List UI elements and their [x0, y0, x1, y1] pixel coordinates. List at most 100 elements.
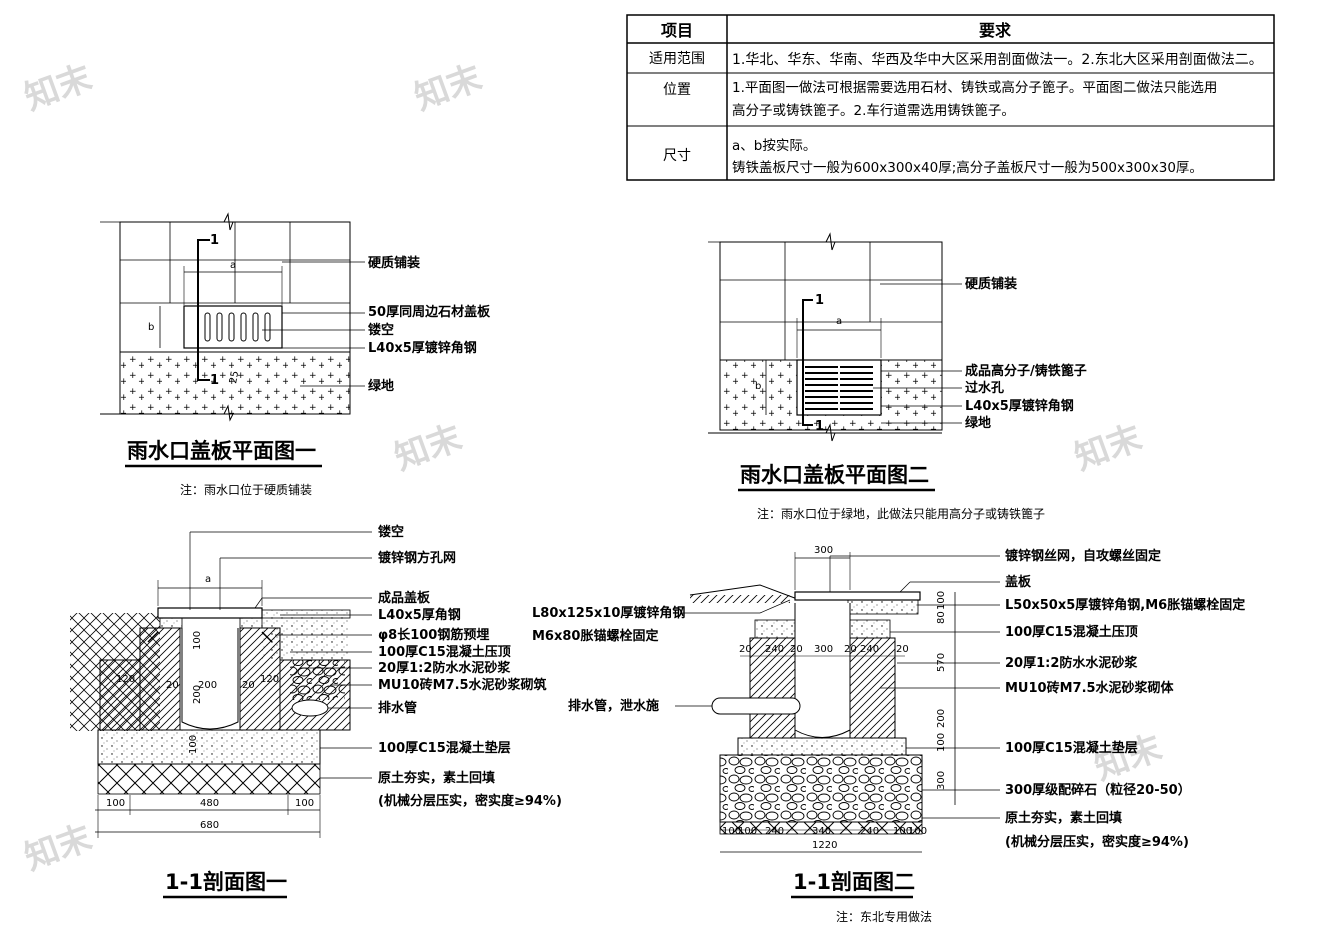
sec1-label-brick: MU10砖M7.5水泥砂浆砌筑: [378, 677, 547, 693]
requirements-table: 项目 要求 适用范围 1.华北、华东、华南、华西及华中大区采用剖面做法一。2.东…: [626, 14, 1275, 181]
plan2-label-paving: 硬质铺装: [965, 276, 1017, 292]
svg-text:25: 25: [228, 370, 241, 384]
table-row-size-line2: 铸铁盖板尺寸一般为600x300x40厚;高分子盖板尺寸一般为500x300x3…: [732, 159, 1203, 176]
sec1-label-compaction: (机械分层压实，密实度≥94%): [378, 793, 562, 809]
plan-two: 1 1 a b 硬质铺装 成品高分子/铸铁篦子 过水孔 L40x5厚镀锌角钢 绿…: [708, 232, 1087, 521]
sec2-title: 1-1剖面图二: [793, 870, 915, 894]
svg-text:1220: 1220: [812, 840, 837, 851]
svg-text:a: a: [836, 316, 842, 327]
svg-text:20: 20: [166, 680, 179, 691]
sec1-title: 1-1剖面图一: [165, 870, 287, 894]
svg-text:100: 100: [936, 733, 947, 752]
svg-text:20: 20: [844, 644, 857, 655]
plan2-label-holes: 过水孔: [965, 380, 1004, 396]
svg-text:1: 1: [815, 293, 824, 308]
svg-text:a: a: [230, 260, 236, 271]
table-row-size-item: 尺寸: [663, 148, 691, 164]
svg-text:100: 100: [936, 591, 947, 610]
svg-text:1: 1: [815, 419, 824, 434]
sec2-label-gravel: 300厚级配碎石（粒径20-50）: [1005, 782, 1191, 798]
table-row-size-line1: a、b按实际。: [732, 138, 816, 154]
sec1-label-cover: 成品盖板: [378, 590, 431, 606]
sec2-label-left-pipe: 排水管，泄水施: [568, 698, 659, 714]
plan2-label-grating: 成品高分子/铸铁篦子: [965, 363, 1087, 379]
svg-text:知末: 知末: [19, 58, 97, 119]
plan1-label-angle: L40x5厚镀锌角钢: [368, 340, 477, 356]
svg-text:200: 200: [936, 709, 947, 728]
svg-text:300: 300: [936, 771, 947, 790]
svg-text:20: 20: [242, 680, 255, 691]
watermark-layer: 知末 知末 知末 知末 知末 知末: [19, 58, 1167, 879]
sec2-label-coping: 100厚C15混凝土压顶: [1005, 624, 1138, 640]
table-row-position-item: 位置: [663, 82, 691, 98]
plan2-label-angle: L40x5厚镀锌角钢: [965, 398, 1074, 414]
svg-text:20: 20: [896, 644, 909, 655]
svg-text:1: 1: [210, 233, 219, 248]
svg-text:100: 100: [738, 826, 757, 837]
table-row-scope-item: 适用范围: [649, 50, 705, 67]
svg-text:100: 100: [188, 735, 199, 754]
svg-text:240: 240: [765, 826, 784, 837]
svg-text:知末: 知末: [389, 418, 467, 479]
sec1-label-openwork: 镂空: [377, 524, 404, 540]
sec2-label-angle: L50x50x5厚镀锌角钢,M6胀锚螺栓固定: [1005, 597, 1245, 613]
sec2-label-mortar: 20厚1:2防水水泥砂浆: [1005, 655, 1138, 671]
section-one: a 120 20 200 20 120 100 200 100 100 480 …: [70, 524, 562, 899]
svg-text:b: b: [148, 322, 154, 333]
table-row-scope-line: 1.华北、华东、华南、华西及华中大区采用剖面做法一。2.东北大区采用剖面做法二。: [732, 52, 1263, 68]
svg-text:200: 200: [192, 685, 203, 704]
sec1-label-cushion: 100厚C15混凝土垫层: [378, 740, 511, 756]
table-row-position-line2: 高分子或铸铁篦子。2.车行道需选用铸铁篦子。: [732, 102, 1015, 119]
svg-text:a: a: [205, 574, 211, 585]
sec1-label-pipe: 排水管: [378, 700, 417, 716]
svg-text:100: 100: [295, 798, 314, 809]
svg-text:240: 240: [860, 644, 879, 655]
svg-text:100: 100: [908, 826, 927, 837]
svg-text:200: 200: [198, 680, 217, 691]
sec1-label-coping: 100厚C15混凝土压顶: [378, 644, 511, 660]
svg-text:680: 680: [200, 820, 219, 831]
svg-text:知末: 知末: [1069, 418, 1147, 479]
sec2-label-mesh: 镀锌钢丝网，自攻螺丝固定: [1005, 548, 1161, 564]
svg-text:300: 300: [814, 545, 833, 556]
plan2-title: 雨水口盖板平面图二: [740, 463, 929, 487]
svg-text:b: b: [755, 381, 761, 392]
plan1-label-cover: 50厚同周边石材盖板: [368, 304, 491, 320]
plan1-note: 注：雨水口位于硬质铺装: [180, 482, 312, 497]
svg-text:120: 120: [260, 674, 279, 685]
svg-text:100: 100: [893, 826, 912, 837]
section-two: 300 20 240 20 300 20 240 20 100 80 570 2…: [532, 545, 1245, 924]
plan2-label-green: 绿地: [965, 415, 991, 431]
svg-text:240: 240: [860, 826, 879, 837]
sec2-label-left-bolt: M6x80胀锚螺栓固定: [532, 628, 658, 644]
plan1-label-paving: 硬质铺装: [368, 255, 420, 271]
table-header-item: 项目: [661, 21, 693, 40]
table-header-req: 要求: [979, 21, 1012, 40]
svg-text:知末: 知末: [19, 818, 97, 879]
sec2-label-brick: MU10砖M7.5水泥砂浆砌体: [1005, 680, 1175, 696]
sec1-label-mesh: 镀锌钢方孔网: [378, 550, 456, 566]
plan2-note: 注：雨水口位于绿地，此做法只能用高分子或铸铁篦子: [757, 506, 1045, 521]
svg-text:120: 120: [116, 674, 135, 685]
sec2-label-compaction: (机械分层压实，密实度≥94%): [1005, 834, 1189, 850]
sec2-label-cushion: 100厚C15混凝土垫层: [1005, 740, 1138, 756]
cover-slots: [204, 312, 271, 342]
sec2-label-left-angle: L80x125x10厚镀锌角钢: [532, 605, 685, 621]
plan-one: 1 1 a b 25 硬质铺装 50厚同周边石材盖板 镂空 L40x5厚镀锌角钢…: [100, 212, 491, 497]
svg-text:240: 240: [765, 644, 784, 655]
svg-text:100: 100: [106, 798, 125, 809]
sec2-note: 注：东北专用做法: [836, 909, 932, 924]
sec2-label-cover: 盖板: [1005, 574, 1032, 590]
grating-slots: [805, 364, 873, 412]
svg-text:80: 80: [936, 611, 947, 624]
svg-text:300: 300: [814, 644, 833, 655]
svg-text:100: 100: [192, 631, 203, 650]
svg-text:20: 20: [790, 644, 803, 655]
sec1-label-soil: 原土夯实，素土回填: [378, 770, 495, 786]
svg-text:570: 570: [936, 653, 947, 672]
plan1-label-green: 绿地: [368, 378, 394, 394]
svg-text:340: 340: [812, 826, 831, 837]
svg-text:20: 20: [739, 644, 752, 655]
